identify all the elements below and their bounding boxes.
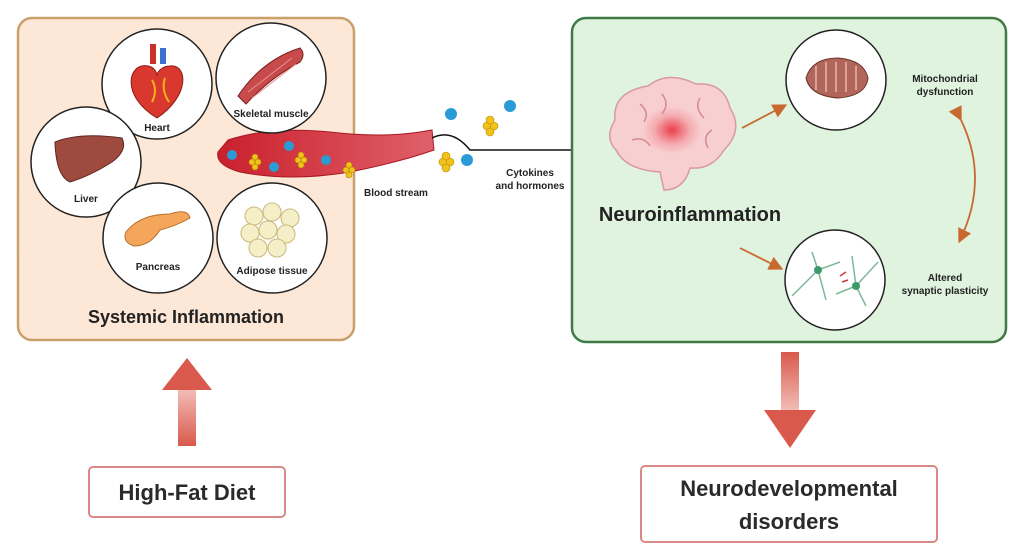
adipose-icon <box>240 202 300 258</box>
pancreas-icon <box>124 211 191 247</box>
pancreas-label: Pancreas <box>136 262 181 273</box>
mitochondria-icon <box>805 57 869 99</box>
neurodevelopmental-box <box>640 465 938 543</box>
cytokine-molecules <box>438 100 516 173</box>
liver-label: Liver <box>74 194 98 205</box>
blood-vessel <box>217 129 435 179</box>
cytokines-label-line1: Cytokines <box>506 168 554 179</box>
skeletal-muscle-circle: Skeletal muscle <box>215 22 327 134</box>
high-fat-diet-box <box>88 466 286 518</box>
muscle-icon <box>237 47 304 105</box>
up-arrow <box>162 358 212 446</box>
signal-arrow <box>431 134 601 158</box>
heart-label: Heart <box>144 123 170 134</box>
heart-icon <box>130 44 184 119</box>
brain-to-mito-arrow <box>741 104 788 129</box>
skeletal-muscle-label: Skeletal muscle <box>233 109 308 120</box>
mitochondria-circle <box>785 29 887 131</box>
systemic-inflammation-title: Systemic Inflammation <box>88 307 284 327</box>
neurodevelopmental-label-line2: disorders <box>739 509 839 534</box>
mito-synapse-link-arrow <box>948 105 976 244</box>
synaptic-label-line2: synaptic plasticity <box>902 286 989 297</box>
down-arrow <box>764 352 816 448</box>
adipose-tissue-circle: Adipose tissue <box>216 182 328 294</box>
neurodevelopmental-label-line1: Neurodevelopmental <box>680 476 898 501</box>
mitochondrial-label-line1: Mitochondrial <box>912 74 978 85</box>
synapse-circle <box>784 229 886 331</box>
mitochondrial-label-line2: dysfunction <box>917 87 974 98</box>
brain-icon <box>609 76 737 191</box>
high-fat-diet-label: High-Fat Diet <box>119 480 257 505</box>
synaptic-label-line1: Altered <box>928 273 962 284</box>
neuroinflammation-title: Neuroinflammation <box>599 204 781 226</box>
liver-icon <box>54 135 125 183</box>
blood-stream-label: Blood stream <box>364 188 428 199</box>
cytokines-label-line2: and hormones <box>496 181 565 192</box>
pancreas-circle: Pancreas <box>102 182 214 294</box>
adipose-tissue-label: Adipose tissue <box>236 266 308 277</box>
liver-circle: Liver <box>30 106 142 218</box>
heart-circle: Heart <box>101 28 213 140</box>
brain-to-synapse-arrow <box>739 247 784 270</box>
